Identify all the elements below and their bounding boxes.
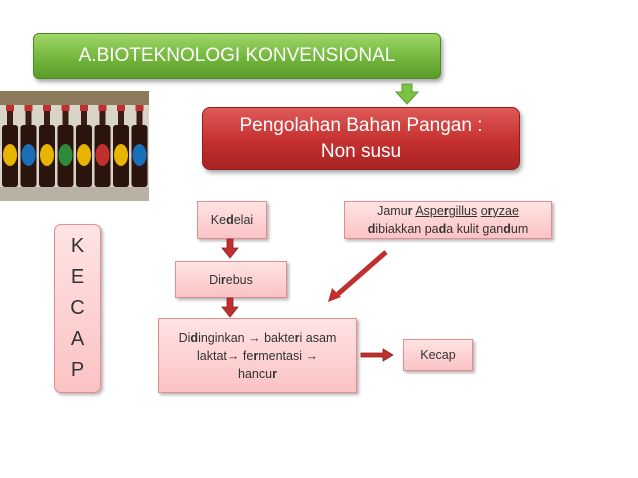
arrow-down-icon (221, 297, 239, 318)
direbus-box: Direbus (175, 261, 287, 298)
letter: A (70, 328, 85, 350)
bottle-neck (44, 105, 50, 127)
letter: C (70, 297, 85, 319)
bottle-label (21, 144, 36, 166)
didinginkan-line-3: hancur (238, 366, 277, 381)
arrow-right-icon: → (248, 330, 261, 345)
bottle-label (3, 144, 17, 166)
bottle-label (132, 144, 147, 166)
title-text: A.BIOTEKNOLOGI KONVENSIONAL (78, 45, 396, 66)
kecap-text: Kecap (420, 348, 456, 362)
bottle-neck (136, 105, 143, 127)
bottle-cap (61, 105, 70, 111)
kecap-vertical-label: K E C A P (54, 224, 101, 393)
title-banner: A.BIOTEKNOLOGI KONVENSIONAL (33, 33, 441, 79)
subtitle-line-1: Pengolahan Bahan Pangan : (239, 114, 483, 136)
bottle-neck (99, 105, 106, 127)
jamur-line-2: dibiakkan pada kulit gandum (367, 222, 529, 236)
didinginkan-line-1: Didinginkan → bakteri asam (178, 330, 337, 345)
bottle-neck (62, 105, 69, 127)
didinginkan-line-2: laktat→ fermentasi → (197, 348, 318, 363)
direbus-text: Direbus (209, 272, 253, 287)
jamur-line-1: Jamur Aspergillus oryzae (377, 204, 519, 218)
arrow-right-icon: → (226, 348, 240, 363)
kecap-box: Kecap (403, 339, 473, 371)
letter: P (70, 359, 85, 381)
bottle-cap (135, 105, 144, 111)
kedelai-box: Kedelai (197, 201, 267, 239)
arrow-down-icon (221, 238, 239, 259)
bottle-cap (24, 105, 33, 111)
jamur-box: Jamur Aspergillus oryzae dibiakkan pada … (344, 201, 552, 239)
letter: K (70, 235, 85, 257)
bottle-neck (25, 105, 32, 127)
arrow-down-green-icon (394, 83, 420, 105)
bottle-label (40, 144, 54, 166)
letter: E (70, 266, 85, 288)
didinginkan-box: Didinginkan → bakteri asam laktat→ ferme… (158, 318, 357, 393)
bottle-label (77, 144, 91, 166)
bottle-cap (80, 105, 88, 111)
bottles-illustration (0, 91, 149, 201)
bottle-label (114, 144, 128, 166)
bottle-cap (117, 105, 125, 111)
bottle-neck (118, 105, 124, 127)
bottle-label (95, 144, 110, 166)
arrow-diagonal-icon (328, 250, 388, 302)
subtitle-box: Pengolahan Bahan Pangan : Non susu (202, 107, 520, 170)
bottle-neck (81, 105, 87, 127)
bottle-neck (7, 105, 13, 127)
bottle-label (58, 144, 73, 166)
soy-sauce-bottles-photo (0, 91, 149, 201)
bottle-cap (98, 105, 107, 111)
kedelai-text: Kedelai (210, 213, 254, 227)
arrow-right-icon: → (305, 348, 318, 363)
subtitle-line-2: Non susu (320, 140, 402, 162)
bottle-cap (6, 105, 14, 111)
arrow-right-icon (360, 348, 394, 362)
bottle-cap (43, 105, 51, 111)
